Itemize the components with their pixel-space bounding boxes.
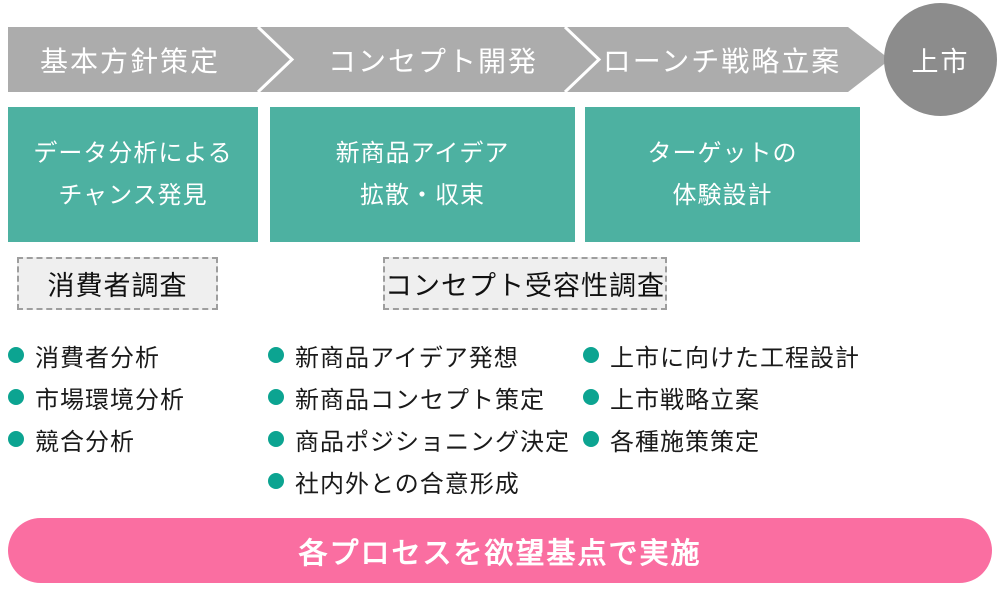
list-item: 社内外との合意形成 bbox=[268, 460, 570, 502]
list-item: 消費者分析 bbox=[8, 334, 185, 376]
phase-box-line2: 拡散・収束 bbox=[360, 181, 485, 209]
phase-box-idea-divergence: 新商品アイデア 拡散・収束 bbox=[270, 107, 575, 242]
bullet-dot-icon bbox=[8, 389, 24, 405]
launch-circle-label: 上市 bbox=[911, 47, 970, 77]
bullet-dot-icon bbox=[583, 389, 599, 405]
task-label: 上市戦略立案 bbox=[610, 386, 760, 414]
bullet-dot-icon bbox=[268, 347, 284, 363]
bullet-dot-icon bbox=[583, 431, 599, 447]
bullet-dot-icon bbox=[268, 389, 284, 405]
stage-label-concept-development: コンセプト開発 bbox=[327, 45, 539, 77]
stage-label-launch-strategy: ローンチ戦略立案 bbox=[602, 45, 842, 77]
task-label: 競合分析 bbox=[35, 428, 135, 456]
process-stage-bar: 基本方針策定 コンセプト開発 ローンチ戦略立案 bbox=[8, 27, 890, 92]
list-item: 新商品コンセプト策定 bbox=[268, 376, 570, 418]
list-item: 各種施策策定 bbox=[583, 418, 860, 460]
footer-banner-label: 各プロセスを欲望基点で実施 bbox=[298, 537, 702, 570]
bullet-dot-icon bbox=[268, 473, 284, 489]
task-list-column-1: 消費者分析 市場環境分析 競合分析 bbox=[8, 334, 185, 460]
phase-box-line1: ターゲットの bbox=[647, 139, 798, 167]
stage-label-basic-policy: 基本方針策定 bbox=[39, 45, 221, 77]
task-label: 社内外との合意形成 bbox=[295, 470, 520, 498]
list-item: 市場環境分析 bbox=[8, 376, 185, 418]
list-item: 商品ポジショニング決定 bbox=[268, 418, 570, 460]
task-list-column-2: 新商品アイデア発想 新商品コンセプト策定 商品ポジショニング決定 社内外との合意… bbox=[268, 334, 570, 502]
phase-box-data-analysis: データ分析による チャンス発見 bbox=[8, 107, 258, 242]
task-list-column-3: 上市に向けた工程設計 上市戦略立案 各種施策策定 bbox=[583, 334, 860, 460]
task-label: 各種施策策定 bbox=[610, 428, 760, 456]
task-label: 商品ポジショニング決定 bbox=[295, 428, 570, 456]
launch-circle: 上市 bbox=[884, 3, 997, 116]
survey-box-consumer-research: 消費者調査 bbox=[17, 257, 218, 310]
task-label: 上市に向けた工程設計 bbox=[610, 344, 860, 372]
footer-banner: 各プロセスを欲望基点で実施 bbox=[8, 518, 992, 583]
bullet-dot-icon bbox=[583, 347, 599, 363]
phase-box-line1: 新商品アイデア bbox=[335, 139, 510, 167]
phase-box-line1: データ分析による bbox=[33, 139, 233, 167]
chevron-right-icon bbox=[8, 27, 890, 92]
bullet-dot-icon bbox=[268, 431, 284, 447]
survey-box-concept-acceptance: コンセプト受容性調査 bbox=[383, 257, 667, 310]
survey-box-label: 消費者調査 bbox=[47, 271, 188, 301]
survey-box-label: コンセプト受容性調査 bbox=[385, 271, 665, 301]
task-label: 新商品コンセプト策定 bbox=[295, 386, 545, 414]
bullet-dot-icon bbox=[8, 347, 24, 363]
list-item: 上市に向けた工程設計 bbox=[583, 334, 860, 376]
list-item: 新商品アイデア発想 bbox=[268, 334, 570, 376]
list-item: 競合分析 bbox=[8, 418, 185, 460]
list-item: 上市戦略立案 bbox=[583, 376, 860, 418]
bullet-dot-icon bbox=[8, 431, 24, 447]
task-label: 市場環境分析 bbox=[35, 386, 185, 414]
task-label: 消費者分析 bbox=[35, 344, 160, 372]
phase-box-line2: チャンス発見 bbox=[58, 181, 208, 209]
task-label: 新商品アイデア発想 bbox=[295, 344, 519, 372]
phase-box-target-experience: ターゲットの 体験設計 bbox=[585, 107, 860, 242]
phase-box-line2: 体験設計 bbox=[672, 181, 773, 209]
